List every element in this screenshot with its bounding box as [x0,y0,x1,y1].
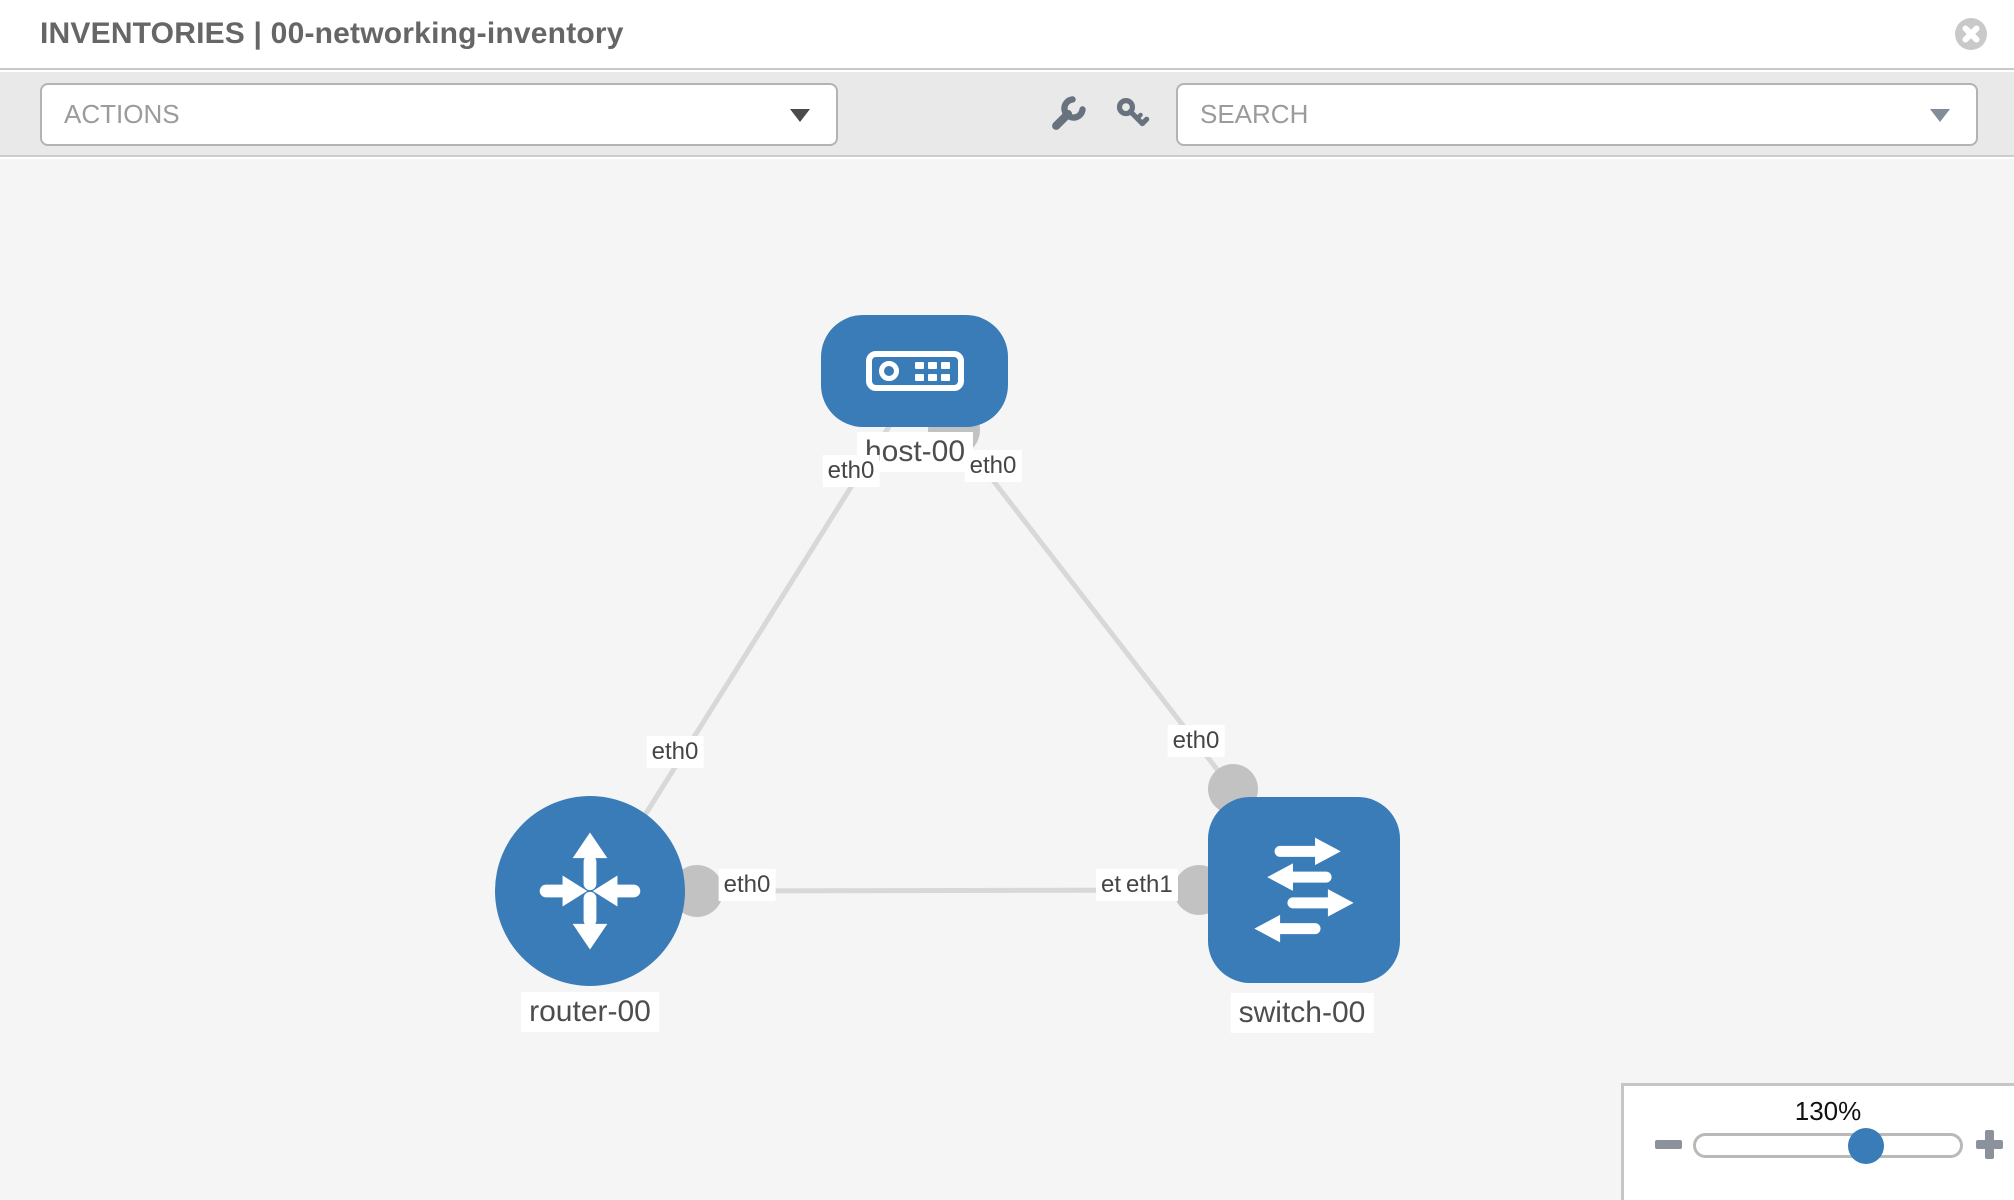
zoom-control-panel: 130% [1621,1083,2014,1200]
zoom-in-button[interactable] [1976,1130,2003,1159]
server-icon [865,351,964,391]
configure-button[interactable] [1046,92,1090,136]
chevron-down-icon [1930,108,1950,122]
close-button[interactable] [1954,17,1988,51]
node-label-switch-00: switch-00 [1230,993,1374,1033]
actions-dropdown[interactable]: ACTIONS [40,83,838,146]
interface-label-switch-eth1: eth1 [1121,869,1178,901]
router-arrows-icon [539,832,641,950]
interface-label-switch-eth0: eth0 [1167,725,1225,757]
toolbar: ACTIONS SEARCH [0,72,2014,157]
switch-arrows-icon [1254,837,1354,943]
interface-label-host-eth0: eth0 [822,455,880,487]
search-dropdown-label: SEARCH [1200,99,1309,129]
actions-dropdown-label: ACTIONS [64,99,180,129]
node-host-00[interactable] [821,315,1008,427]
zoom-slider-track[interactable] [1693,1133,1963,1158]
node-label-host-00: host-00 [856,432,974,472]
interface-label-router-eth0-up: eth0 [646,736,704,768]
zoom-out-button[interactable] [1655,1140,1682,1149]
zoom-level-value: 130% [1794,1096,1862,1126]
page-title: INVENTORIES | 00-networking-inventory [40,17,624,50]
node-switch-00[interactable] [1208,797,1400,983]
topology-links-layer [642,404,1258,917]
credentials-button[interactable] [1110,92,1154,136]
circle-x-icon [1955,18,1987,50]
wrench-icon [1052,96,1086,130]
interface-label-host-eth0-b: eth0 [964,450,1022,482]
chevron-down-icon [790,108,810,122]
topology-canvas[interactable]: host-00 router-00 switch-00 eth0 eth0 et… [0,159,2014,1200]
key-icon [1116,98,1150,127]
node-router-00[interactable] [495,796,685,986]
zoom-slider-thumb[interactable] [1848,1128,1884,1164]
interface-label-router-eth0: eth0 [718,869,776,901]
node-label-router-00: router-00 [521,992,659,1032]
search-dropdown[interactable]: SEARCH [1176,83,1978,146]
window-header: INVENTORIES | 00-networking-inventory [0,0,2014,70]
